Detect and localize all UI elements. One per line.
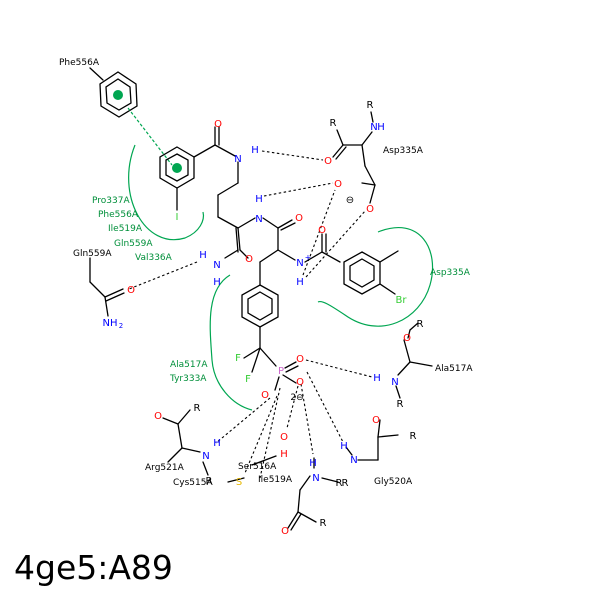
atom-h-gly: H [340, 441, 348, 452]
label-phe556a: Phe556A [98, 210, 139, 220]
atom-r-gly-1: R [342, 478, 349, 489]
atom-n-asp: N [370, 122, 377, 133]
atom-symbols: N H H N N + H H N H N H H N H N H N H N … [103, 100, 424, 537]
label-val336a: Val336A [135, 253, 173, 263]
atom-r-asp-1: R [367, 100, 374, 111]
label-gly520a: Gly520A [374, 477, 413, 487]
hydrogen-bonds [128, 150, 373, 479]
atom-r-ile-1: R [320, 518, 327, 529]
hydrophobic-arc-bottom [209, 274, 253, 411]
atom-n-ile: N [312, 473, 319, 484]
atom-nh2-sub: 2 [119, 322, 123, 330]
ligand-backbone [217, 161, 296, 286]
atom-o-ala: O [403, 333, 411, 344]
atom-o-gly: O [372, 415, 380, 426]
atom-r-gly-2: R [410, 431, 417, 442]
atom-r-arg-2: R [206, 476, 213, 487]
iodophenyl-ring [159, 126, 236, 211]
atom-h-ile: H [309, 458, 317, 469]
label-tyr333a: Tyr333A [169, 374, 207, 384]
label-ile519a-b: Ile519A [258, 475, 293, 485]
hydrophobic-arc-left [128, 144, 205, 241]
atom-n-amide-1: N [234, 154, 241, 165]
label-asp335a-right: Asp335A [430, 268, 471, 278]
ile519a-residue [287, 457, 339, 531]
pi-centroid-ligand [172, 163, 182, 173]
atom-nh2-gln: NH [103, 318, 118, 329]
phenyl-ring-lower [241, 284, 299, 391]
hydrophobic-labels: Pro337A Phe556A Ile519A Gln559A Val336A … [92, 196, 471, 384]
atom-n-plus: N [296, 258, 303, 269]
atom-bromine: Br [396, 295, 408, 306]
gln559a-residue [89, 257, 125, 317]
bromophenyl-ring [304, 233, 399, 295]
gly520a-residue [345, 419, 399, 461]
atom-o-carbonyl-2: O [295, 213, 303, 224]
label-ala517a-green: Ala517A [170, 360, 208, 370]
atom-o-p-3: O [261, 390, 269, 401]
atom-o-carbonyl-1: O [214, 119, 222, 130]
ala517a-residue [395, 322, 433, 399]
atom-h-asp: H [377, 122, 385, 133]
atom-h-nplus: H [296, 277, 304, 288]
label-pro337a: Pro337A [92, 196, 130, 206]
phe556a-pi-ring [89, 67, 173, 166]
label-ser516a: Ser516A [238, 462, 277, 472]
label-cys515a: Cys515A [173, 478, 213, 488]
atom-o-arg: O [154, 411, 162, 422]
arg521a-residue [162, 409, 209, 476]
atom-h-ala: H [373, 373, 381, 384]
atom-h-amide-3: H [199, 250, 207, 261]
atom-o-asp-backbone: O [324, 156, 332, 167]
label-ala517a: Ala517A [435, 364, 473, 374]
atom-plus: + [305, 253, 312, 262]
label-ile519a-a: Ile519A [108, 224, 143, 234]
atom-o-asp-side-2: O [366, 204, 374, 215]
atom-n-ala: N [391, 377, 398, 388]
atom-n-gly: N [350, 455, 357, 466]
atom-iodine: I [176, 212, 179, 223]
label-gln559a-green: Gln559A [114, 239, 153, 249]
atom-h-arg: H [213, 438, 221, 449]
atom-o-ile: O [281, 526, 289, 537]
charge-phosphonate: 2⊖ [290, 393, 303, 403]
residue-labels: Phe556A Asp335A Gln559A Ala517A Arg521A … [59, 58, 473, 488]
atom-r-ala-1: R [417, 319, 424, 330]
atom-r-arg-1: R [194, 403, 201, 414]
atom-h-ser: H [280, 449, 288, 460]
atom-o-gln: O [127, 285, 135, 296]
atom-phosphorus: P [278, 366, 284, 377]
atom-o-p-2: O [296, 377, 304, 388]
atom-r-ile-2: R [336, 478, 343, 489]
atom-sulfur: S [236, 477, 242, 488]
pi-centroid-phe [113, 90, 123, 100]
atom-fluorine-2: F [245, 374, 251, 385]
atom-n-arg: N [202, 451, 209, 462]
hydrophobic-arc-right [317, 226, 434, 327]
asp335a-residue [332, 111, 376, 204]
label-arg521a: Arg521A [145, 463, 185, 473]
atom-h-amide-2: H [255, 194, 263, 205]
hydrophobic-contacts [128, 144, 434, 411]
label-asp335a-top: Asp335A [383, 146, 424, 156]
figure-caption: 4ge5:A89 [14, 548, 173, 587]
atom-h-amide-4: H [213, 277, 221, 288]
label-gln559a: Gln559A [73, 249, 112, 259]
atom-o-carbonyl-3: O [245, 254, 253, 265]
atom-n-amide-3: N [213, 260, 220, 271]
atom-h-amide-1: H [251, 145, 259, 156]
atom-r-asp-2: R [330, 118, 337, 129]
atom-r-ala-2: R [397, 399, 404, 410]
charge-asp: ⊖ [346, 195, 354, 206]
atom-n-amide-2: N [255, 214, 262, 225]
atom-o-ser: O [280, 432, 288, 443]
label-phe556a-top: Phe556A [59, 58, 100, 68]
atom-o-asp-side-1: O [334, 179, 342, 190]
atom-fluorine-1: F [235, 353, 241, 364]
atom-o-p-1: O [296, 354, 304, 365]
atom-o-benzoyl: O [318, 225, 326, 236]
ser516a-cys515a [227, 455, 277, 483]
